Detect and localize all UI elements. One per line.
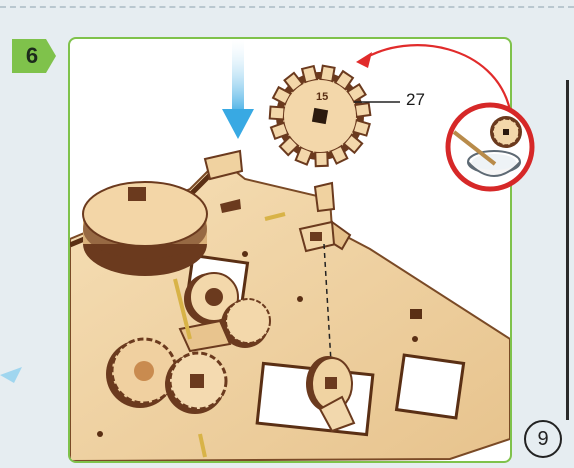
page-margin-line <box>566 80 569 420</box>
red-curved-arrow-icon <box>356 45 510 110</box>
glue-bowl-icon <box>448 105 532 189</box>
page-number-badge: 9 <box>524 420 562 458</box>
